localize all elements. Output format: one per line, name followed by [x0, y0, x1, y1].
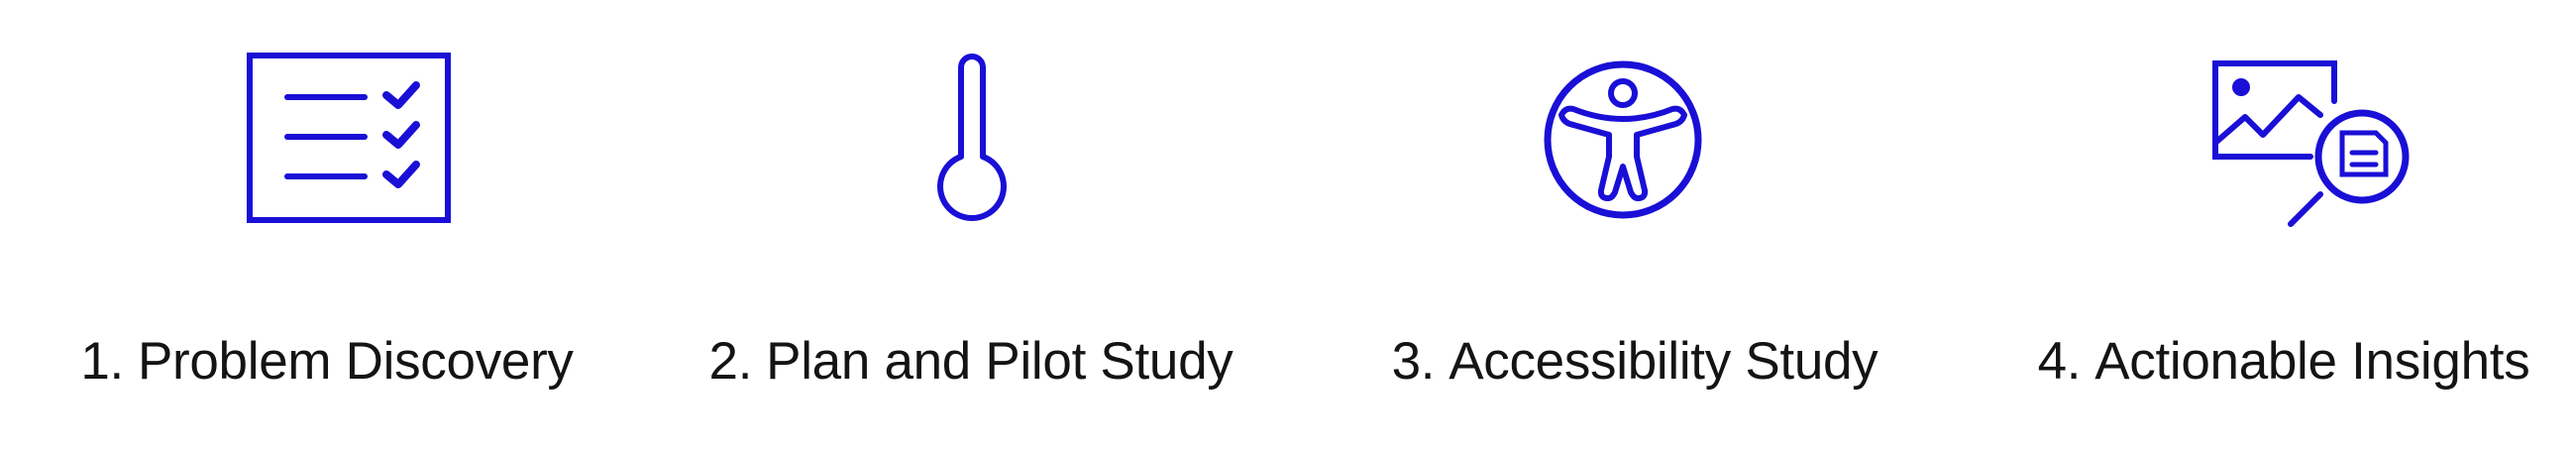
step-number: 3.	[1391, 332, 1436, 391]
step-title-text: Accessibility Study	[1449, 332, 1878, 391]
step-title: 3.Accessibility Study	[1347, 327, 1922, 396]
step-number: 1.	[80, 332, 124, 391]
step-actionable-insights: 4.Actionable Insights	[2001, 0, 2566, 453]
thermometer-icon	[862, 46, 1080, 244]
step-number: 2.	[708, 332, 753, 391]
step-title: 4.Actionable Insights	[2001, 327, 2566, 396]
step-title-text: Actionable Insights	[2094, 332, 2530, 391]
checklist-icon	[238, 46, 456, 244]
step-accessibility-study: 3.Accessibility Study	[1347, 0, 1922, 453]
step-problem-discovery: 1.Problem Discovery	[40, 0, 614, 453]
step-title-text: Plan and Pilot Study	[766, 332, 1234, 391]
image-search-icon	[2182, 46, 2410, 244]
accessibility-icon	[1514, 46, 1732, 244]
step-title: 2.Plan and Pilot Study	[674, 327, 1268, 396]
step-number: 4.	[2037, 332, 2082, 391]
step-plan-and-pilot-study: 2.Plan and Pilot Study	[674, 0, 1268, 453]
step-title-text: Problem Discovery	[137, 332, 574, 391]
step-title: 1.Problem Discovery	[40, 327, 614, 396]
